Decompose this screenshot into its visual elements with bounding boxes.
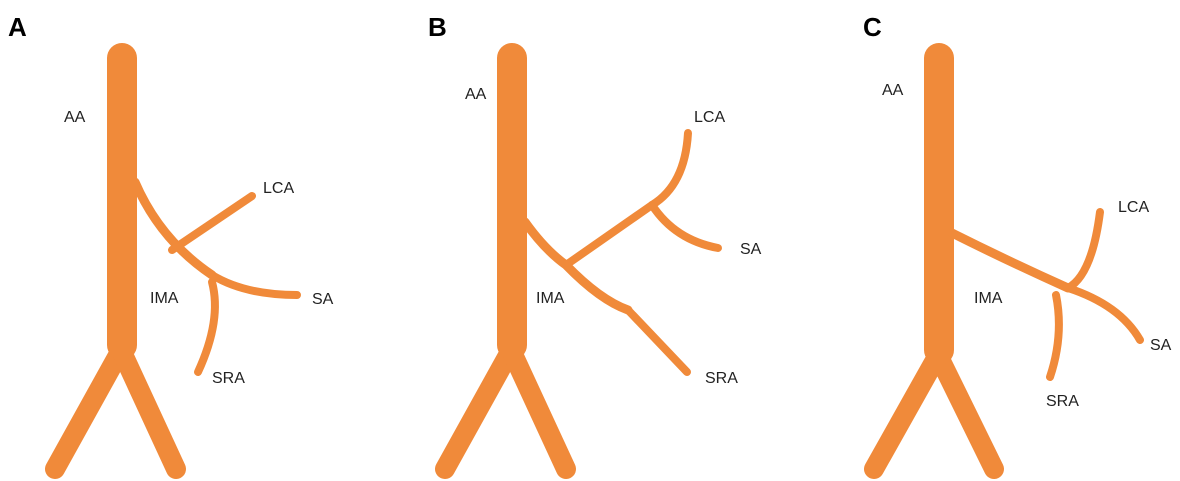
left-iliac-artery-c bbox=[874, 355, 938, 469]
label-ima-c: IMA bbox=[974, 290, 1003, 307]
inferior-mesenteric-artery-c bbox=[952, 233, 1068, 288]
superior-rectal-artery-b bbox=[628, 310, 687, 372]
label-ima-b: IMA bbox=[536, 290, 565, 307]
superior-rectal-artery-a bbox=[198, 282, 215, 372]
sigmoid-artery-c bbox=[1068, 288, 1140, 340]
panel-b: B AA LCA IMA SA SRA bbox=[428, 12, 762, 469]
left-colic-artery-b bbox=[652, 133, 688, 205]
left-colic-trunk-b bbox=[566, 205, 652, 265]
label-sra-a: SRA bbox=[212, 370, 245, 387]
label-aa-c: AA bbox=[882, 82, 904, 99]
label-lca-c: LCA bbox=[1118, 199, 1149, 216]
panel-letter-a: A bbox=[8, 12, 27, 42]
panel-c: C AA LCA IMA SA SRA bbox=[863, 12, 1172, 469]
panel-letter-b: B bbox=[428, 12, 447, 42]
left-iliac-artery-a bbox=[55, 350, 121, 469]
label-sa-a: SA bbox=[312, 291, 334, 308]
label-sa-c: SA bbox=[1150, 337, 1172, 354]
ima-branches-b bbox=[525, 133, 718, 372]
right-iliac-artery-c bbox=[938, 355, 994, 469]
label-lca-a: LCA bbox=[263, 180, 294, 197]
ima-branches-a bbox=[135, 182, 297, 372]
label-sa-b: SA bbox=[740, 241, 762, 258]
panel-letter-c: C bbox=[863, 12, 882, 42]
aorta-b bbox=[445, 58, 566, 469]
label-aa-a: AA bbox=[64, 109, 86, 126]
panel-a: A AA LCA IMA SA SRA bbox=[8, 12, 334, 469]
sigmoid-artery-b bbox=[652, 205, 718, 248]
right-iliac-artery-b bbox=[511, 350, 566, 469]
left-colic-artery-c bbox=[1068, 212, 1100, 288]
label-sra-b: SRA bbox=[705, 370, 738, 387]
label-ima-a: IMA bbox=[150, 290, 179, 307]
superior-rectal-artery-c bbox=[1050, 295, 1059, 377]
label-sra-c: SRA bbox=[1046, 393, 1079, 410]
sigmoid-artery-a bbox=[212, 275, 297, 295]
aorta-c bbox=[874, 58, 994, 469]
label-aa-b: AA bbox=[465, 86, 487, 103]
left-colic-artery-a bbox=[172, 196, 252, 250]
right-iliac-artery-a bbox=[121, 350, 176, 469]
left-iliac-artery-b bbox=[445, 350, 511, 469]
label-lca-b: LCA bbox=[694, 109, 725, 126]
